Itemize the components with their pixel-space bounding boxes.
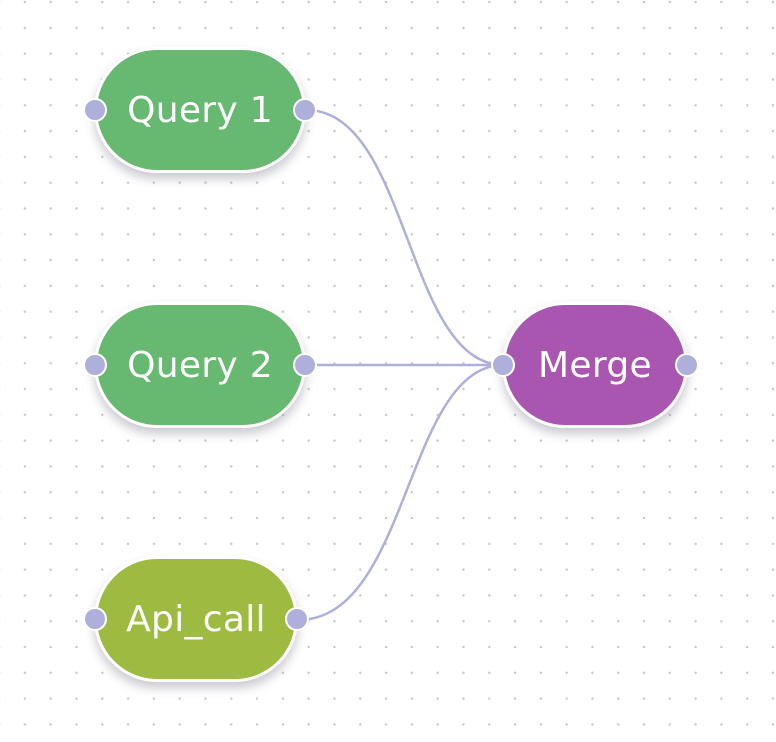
node-query-2-input-port[interactable]: [83, 353, 107, 377]
node-merge-input-port[interactable]: [491, 353, 515, 377]
node-merge[interactable]: Merge: [491, 302, 699, 428]
node-merge-output-port[interactable]: [675, 353, 699, 377]
node-api-call-output-port[interactable]: [285, 607, 309, 631]
node-api-call[interactable]: Api_call: [83, 556, 309, 682]
node-query-2-label: Query 2: [127, 344, 273, 386]
node-query-1[interactable]: Query 1: [83, 47, 317, 173]
node-merge-label: Merge: [538, 344, 652, 386]
node-query-1-label: Query 1: [127, 89, 273, 131]
node-query-2[interactable]: Query 2: [83, 302, 317, 428]
node-query-1-output-port[interactable]: [293, 98, 317, 122]
node-query-1-input-port[interactable]: [83, 98, 107, 122]
edge-query1-merge: [305, 108, 505, 367]
node-query-2-output-port[interactable]: [293, 353, 317, 377]
node-api-call-label: Api_call: [126, 598, 266, 640]
edge-apicall-merge: [297, 363, 505, 622]
node-api-call-input-port[interactable]: [83, 607, 107, 631]
